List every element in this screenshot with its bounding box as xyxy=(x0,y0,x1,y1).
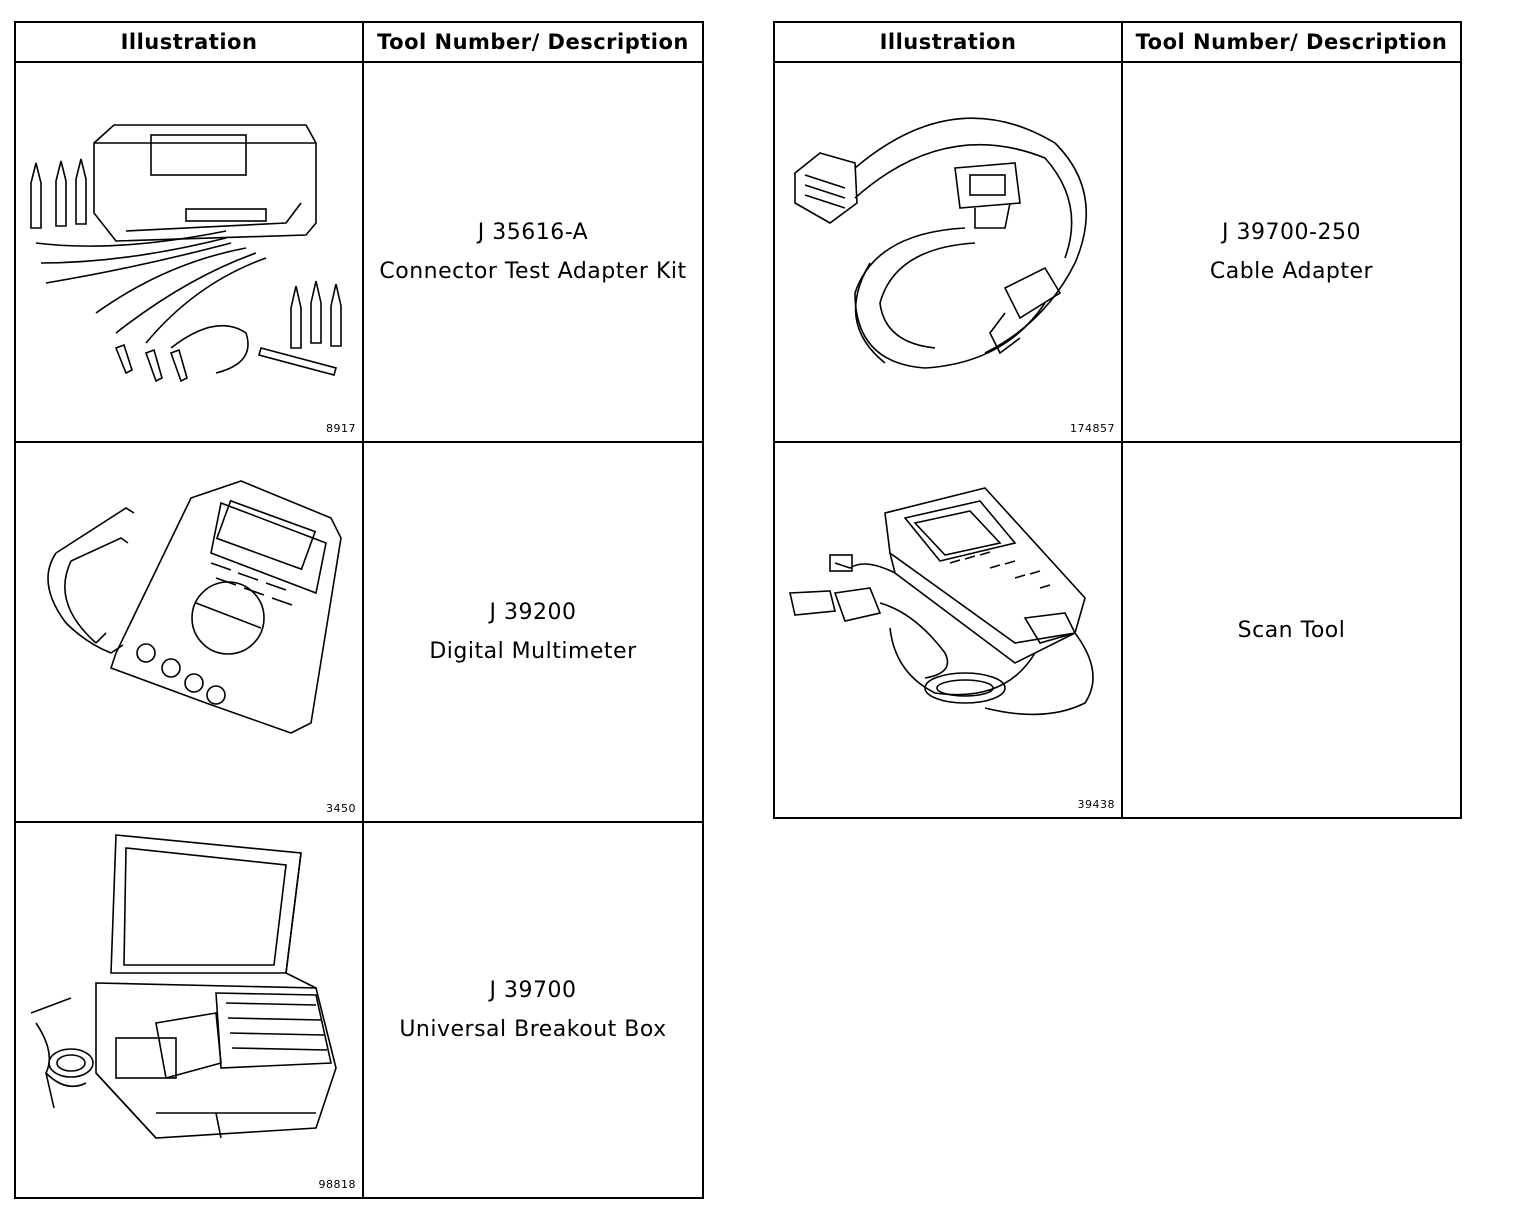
description-header: Tool Number/ Description xyxy=(362,21,704,63)
figure-number: 98818 xyxy=(318,1178,356,1191)
figure-number: 8917 xyxy=(326,422,356,435)
left-tool-table: Illustration Tool Number/ Description 89… xyxy=(14,21,704,1199)
tool-description: Scan Tool xyxy=(1237,617,1346,643)
tool-description: Universal Breakout Box xyxy=(399,1017,667,1042)
table-header-row: Illustration Tool Number/ Description xyxy=(14,21,704,63)
connector-test-adapter-kit-illustration xyxy=(30,124,342,383)
tool-description-cell: Scan Tool xyxy=(1121,441,1462,819)
illustration-cell: 3450 xyxy=(14,441,364,823)
tool-description-cell: J 35616-A Connector Test Adapter Kit xyxy=(362,61,704,443)
table-row: 3450 J 39200 Digital Multimeter xyxy=(14,441,704,823)
tool-number: J 39200 xyxy=(489,600,577,625)
universal-breakout-box-illustration xyxy=(30,834,337,1139)
figure-number: 3450 xyxy=(326,802,356,815)
table-header-row: Illustration Tool Number/ Description xyxy=(773,21,1462,63)
table-row: 8917 J 35616-A Connector Test Adapter Ki… xyxy=(14,61,704,443)
tool-number: J 39700-250 xyxy=(1222,220,1361,245)
cable-adapter-illustration xyxy=(794,117,1087,369)
illustration-cell: 8917 xyxy=(14,61,364,443)
illustration-header: Illustration xyxy=(14,21,364,63)
illustration-cell: 174857 xyxy=(773,61,1123,443)
tool-description-cell: J 39200 Digital Multimeter xyxy=(362,441,704,823)
illustration-header: Illustration xyxy=(773,21,1123,63)
tool-description: Connector Test Adapter Kit xyxy=(379,259,687,284)
illustration-cell: 39438 xyxy=(773,441,1123,819)
tool-description-cell: J 39700 Universal Breakout Box xyxy=(362,821,704,1199)
table-row: 98818 J 39700 Universal Breakout Box xyxy=(14,821,704,1199)
tool-description-cell: J 39700-250 Cable Adapter xyxy=(1121,61,1462,443)
tool-description: Cable Adapter xyxy=(1209,259,1374,284)
digital-multimeter-illustration xyxy=(47,480,342,734)
figure-number: 39438 xyxy=(1077,798,1115,811)
illustration-cell: 98818 xyxy=(14,821,364,1199)
description-header: Tool Number/ Description xyxy=(1121,21,1462,63)
right-tool-table: Illustration Tool Number/ Description 17… xyxy=(773,21,1462,819)
figure-number: 174857 xyxy=(1070,422,1115,435)
tool-description: Digital Multimeter xyxy=(429,639,637,664)
scan-tool-illustration xyxy=(789,487,1094,716)
tool-number: J 35616-A xyxy=(477,220,589,245)
table-row: 174857 J 39700-250 Cable Adapter xyxy=(773,61,1462,443)
table-row: 39438 Scan Tool xyxy=(773,441,1462,819)
tool-number: J 39700 xyxy=(489,978,577,1003)
